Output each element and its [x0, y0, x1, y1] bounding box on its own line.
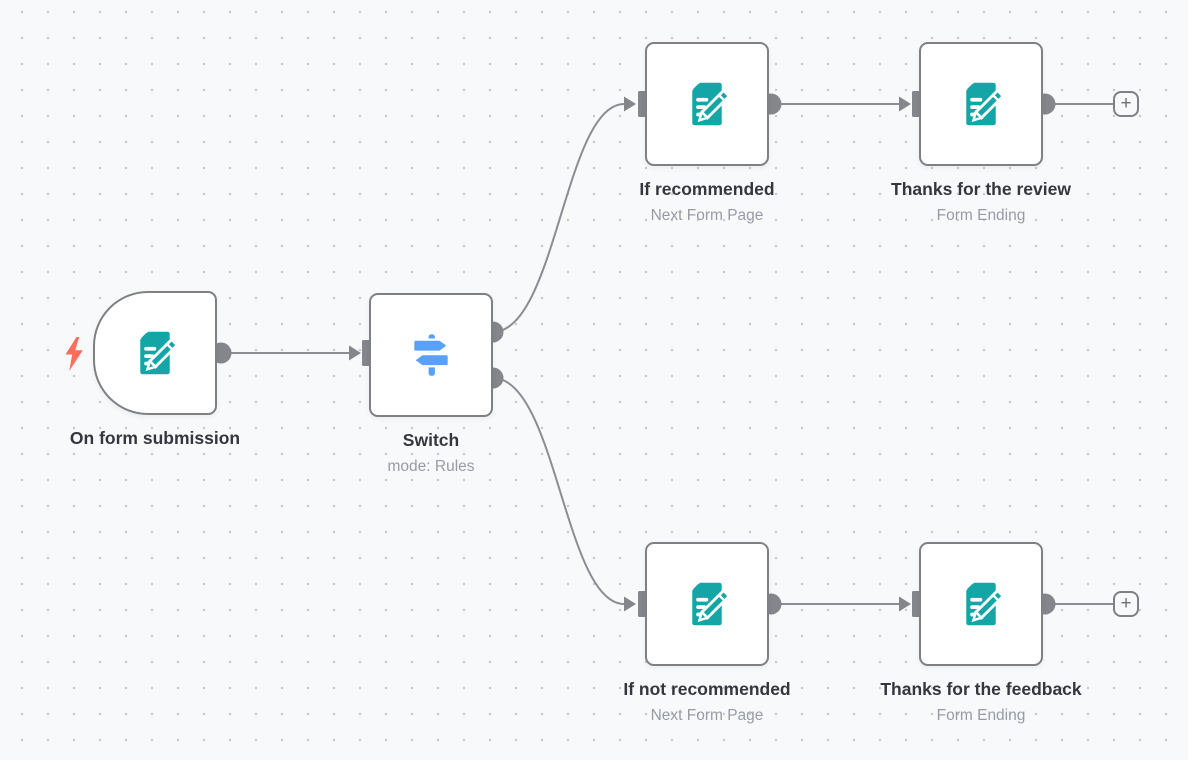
- node-thanks-for-the-review[interactable]: Thanks for the review Form Ending: [891, 42, 1071, 224]
- form-edit-icon: [955, 578, 1007, 630]
- node-label: Thanks for the review: [891, 179, 1071, 199]
- arrowhead-icon: [899, 96, 911, 112]
- form-edit-icon: [129, 327, 181, 379]
- node-label: If not recommended: [623, 679, 791, 699]
- node-label: On form submission: [69, 428, 241, 448]
- node-label: Switch: [402, 430, 460, 450]
- node-label: Thanks for the feedback: [880, 679, 1082, 699]
- node-body[interactable]: [919, 542, 1043, 666]
- node-label: If recommended: [639, 179, 775, 199]
- add-node-button-top[interactable]: +: [1113, 91, 1139, 117]
- lightning-bolt-icon: [62, 336, 86, 372]
- node-on-form-submission[interactable]: On form submission: [70, 291, 240, 448]
- node-body[interactable]: [645, 542, 769, 666]
- node-switch[interactable]: Switch mode: Rules: [369, 293, 493, 475]
- node-thanks-for-the-feedback[interactable]: Thanks for the feedback Form Ending: [880, 542, 1082, 724]
- add-node-button-bottom[interactable]: +: [1113, 591, 1139, 617]
- arrowhead-icon: [624, 96, 636, 112]
- node-body[interactable]: [93, 291, 217, 415]
- node-sublabel: Form Ending: [936, 707, 1026, 724]
- node-sublabel: mode: Rules: [387, 458, 475, 475]
- form-edit-icon: [955, 78, 1007, 130]
- form-edit-icon: [681, 78, 733, 130]
- connection-switch-to-if-not-recommended[interactable]: [492, 377, 625, 605]
- arrowhead-icon: [899, 596, 911, 612]
- form-edit-icon: [681, 578, 733, 630]
- node-sublabel: Next Form Page: [650, 707, 764, 724]
- node-if-recommended[interactable]: If recommended Next Form Page: [639, 42, 775, 224]
- connection-switch-to-if-recommended[interactable]: [492, 103, 625, 333]
- arrowhead-icon: [349, 345, 361, 361]
- node-body[interactable]: [645, 42, 769, 166]
- node-body[interactable]: [919, 42, 1043, 166]
- node-body[interactable]: [369, 293, 493, 417]
- node-sublabel: Form Ending: [936, 207, 1026, 224]
- switch-signpost-icon: [405, 329, 457, 381]
- arrowhead-icon: [624, 596, 636, 612]
- node-sublabel: Next Form Page: [650, 207, 764, 224]
- node-if-not-recommended[interactable]: If not recommended Next Form Page: [623, 542, 791, 724]
